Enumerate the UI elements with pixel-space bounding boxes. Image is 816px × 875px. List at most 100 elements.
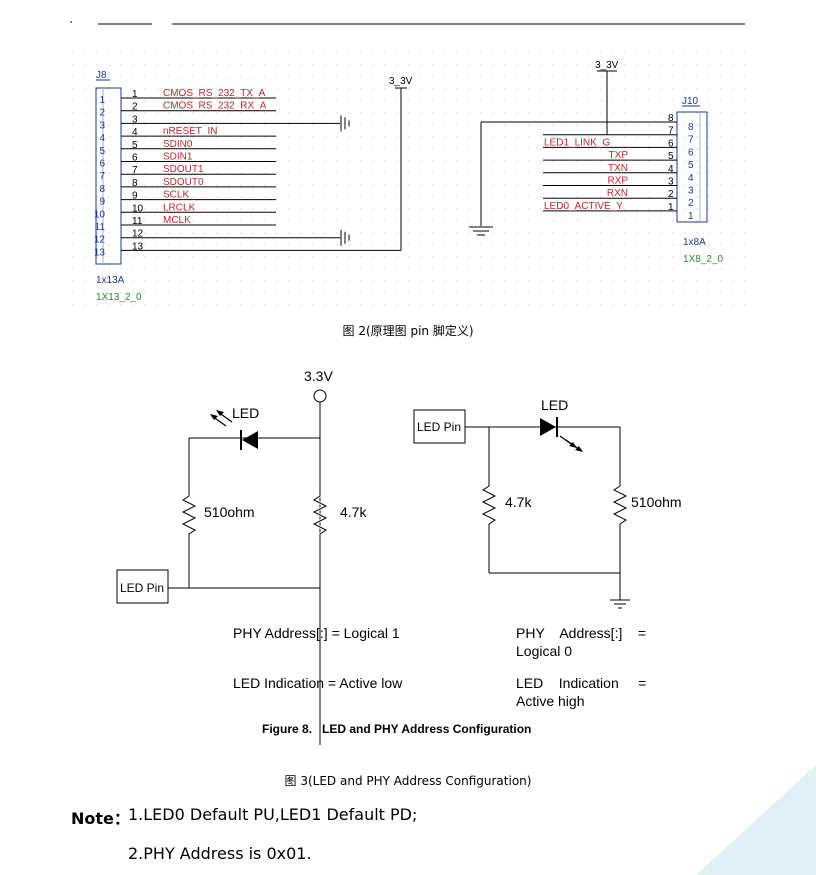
j10-pin-num-6: 6 xyxy=(668,138,674,149)
figure-8-title: Figure 8. LED and PHY Address Configurat… xyxy=(262,722,531,736)
j8-pin-num-4: 4 xyxy=(132,127,138,138)
j8-pin-label-5: SDIN0 xyxy=(163,139,193,150)
j8-pin-num-8: 8 xyxy=(132,178,138,189)
j10-outer-pin-8: 8 xyxy=(688,122,694,133)
j8-outer-pin-13: 13 xyxy=(94,247,106,258)
j8-pin-num-5: 5 xyxy=(132,140,138,151)
j10-pin-num-5: 5 xyxy=(668,151,674,162)
power-label-right: 3_3V xyxy=(595,60,619,71)
left-led-label: LED xyxy=(232,405,259,421)
j10-footprint: 1X8_2_0 xyxy=(683,254,723,265)
left-r1-label: 510ohm xyxy=(204,504,255,520)
led-config-figure: 3.3V LED 510ohm 4.7k LED Pin LED 4.7k 51… xyxy=(116,368,682,745)
j10-ref: J10 xyxy=(682,96,699,107)
left-circuit xyxy=(116,389,330,745)
j8-outer-pin-1: 1 xyxy=(99,95,105,106)
j8-ref: J8 xyxy=(96,70,107,81)
j8-pin-num-6: 6 xyxy=(132,153,138,164)
corner-decoration xyxy=(696,765,816,875)
j8-pin-label-1: CMOS_RS_232_TX_A xyxy=(163,88,266,99)
j10-pin-label-6: LED1_LINK_G xyxy=(544,137,610,148)
j10-pin-label-3: RXP xyxy=(607,176,628,187)
j8-pin-num-13: 13 xyxy=(132,241,144,252)
j8-pin-num-7: 7 xyxy=(132,165,138,176)
j8-pin-label-4: nRESET_IN xyxy=(163,126,217,137)
j10-pin-num-1: 1 xyxy=(668,202,674,213)
j10-type: 1x8A xyxy=(683,237,706,248)
j10-pin-num-3: 3 xyxy=(668,177,674,188)
power-label-left: 3_3V xyxy=(389,76,413,87)
caption-figure-3: 图 3(LED and PHY Address Configuration) xyxy=(284,774,532,788)
right-led-note-line1: LED Indication = xyxy=(516,675,646,691)
j8-pin-label-8: SDOUT0 xyxy=(163,177,204,188)
left-led-note: LED Indication = Active low xyxy=(233,675,403,691)
j8-pin-num-10: 10 xyxy=(132,203,144,214)
j8-footprint: 1X13_2_0 xyxy=(96,292,142,303)
right-led-label: LED xyxy=(541,397,568,413)
j8-pin-label-2: CMOS_RS_232_RX_A xyxy=(163,101,267,112)
left-phy-note: PHY Address[:] = Logical 1 xyxy=(233,625,400,641)
j8-outer-pin-11: 11 xyxy=(95,222,106,233)
j8-outer-pin-7: 7 xyxy=(99,171,105,182)
j8-outer-pin-5: 5 xyxy=(99,146,105,157)
right-phy-note-line1: PHY Address[:] = xyxy=(516,625,646,641)
right-phy-note-line2: Logical 0 xyxy=(516,643,572,659)
right-led-icon xyxy=(540,417,583,452)
left-led-icon xyxy=(210,410,258,450)
j8-outer-pin-2: 2 xyxy=(99,108,105,119)
j10-outer-pin-6: 6 xyxy=(688,147,694,158)
j10-outer-pin-3: 3 xyxy=(688,186,694,197)
left-r2-label: 4.7k xyxy=(340,504,367,520)
caption-figure-2: 图 2(原理图 pin 脚定义) xyxy=(342,324,474,338)
j10-body xyxy=(676,111,708,223)
j8-outer-pin-4: 4 xyxy=(99,133,105,144)
note-label: Note： xyxy=(71,809,130,828)
j8-pin-label-11: MCLK xyxy=(163,215,191,226)
right-circuit xyxy=(413,409,630,609)
j8-outer-pin-12: 12 xyxy=(94,235,106,246)
j8-outer-pin-3: 3 xyxy=(99,120,105,131)
j8-pin-label-7: SDOUT1 xyxy=(163,164,204,175)
j8-pin-num-9: 9 xyxy=(132,191,138,202)
j8-pin-num-2: 2 xyxy=(132,102,138,113)
j10-pin-label-4: TXN xyxy=(608,163,628,174)
j10-outer-pin-4: 4 xyxy=(688,173,694,184)
j8-pin-num-1: 1 xyxy=(132,89,138,100)
right-pin-label: LED Pin xyxy=(417,420,461,434)
j10-outer-pin-2: 2 xyxy=(688,198,694,209)
j8-pin-label-9: SCLK xyxy=(163,190,189,201)
header-rule xyxy=(70,21,745,25)
j8-pin-num-12: 12 xyxy=(132,229,144,240)
j8-body xyxy=(95,87,122,265)
note-line-2: 2.PHY Address is 0x01. xyxy=(128,844,312,863)
left-supply-label: 3.3V xyxy=(304,368,333,384)
right-r2-label: 510ohm xyxy=(631,494,682,510)
j10-outer-pin-1: 1 xyxy=(688,211,694,222)
j8-outer-pin-10: 10 xyxy=(94,209,106,220)
j8-outer-pin-8: 8 xyxy=(99,184,105,195)
j10-pin-num-8: 8 xyxy=(668,113,674,124)
j10-pin-num-4: 4 xyxy=(668,164,674,175)
j8-outer-pin-9: 9 xyxy=(99,197,105,208)
j10-pin-label-2: RXN xyxy=(607,188,628,199)
supply-terminal-icon xyxy=(313,389,327,403)
j10-pin-label-1: LED0_ACTIVE_Y xyxy=(544,201,623,212)
note-line-1: 1.LED0 Default PU,LED1 Default PD; xyxy=(128,805,418,824)
j10-pin-label-5: TXP xyxy=(609,150,629,161)
left-pin-label: LED Pin xyxy=(120,581,164,595)
j8-pin-label-6: SDIN1 xyxy=(163,152,193,163)
j8-pin-label-10: LRCLK xyxy=(163,202,196,213)
j10-outer-pin-7: 7 xyxy=(688,135,694,146)
connector-j10: 3_3VJ1087654321876LED1_LINK_G5TXP4TXN3RX… xyxy=(469,60,723,265)
j10-outer-pin-5: 5 xyxy=(688,160,694,171)
j8-outer-pin-6: 6 xyxy=(99,159,105,170)
right-led-note-line2: Active high xyxy=(516,693,584,709)
right-r1-label: 4.7k xyxy=(505,494,532,510)
j8-pin-num-3: 3 xyxy=(132,114,138,125)
j10-pin-num-7: 7 xyxy=(668,126,674,137)
j8-type: 1x13A xyxy=(96,275,125,286)
j10-pin-num-2: 2 xyxy=(668,189,674,200)
j8-pin-num-11: 11 xyxy=(132,216,143,227)
